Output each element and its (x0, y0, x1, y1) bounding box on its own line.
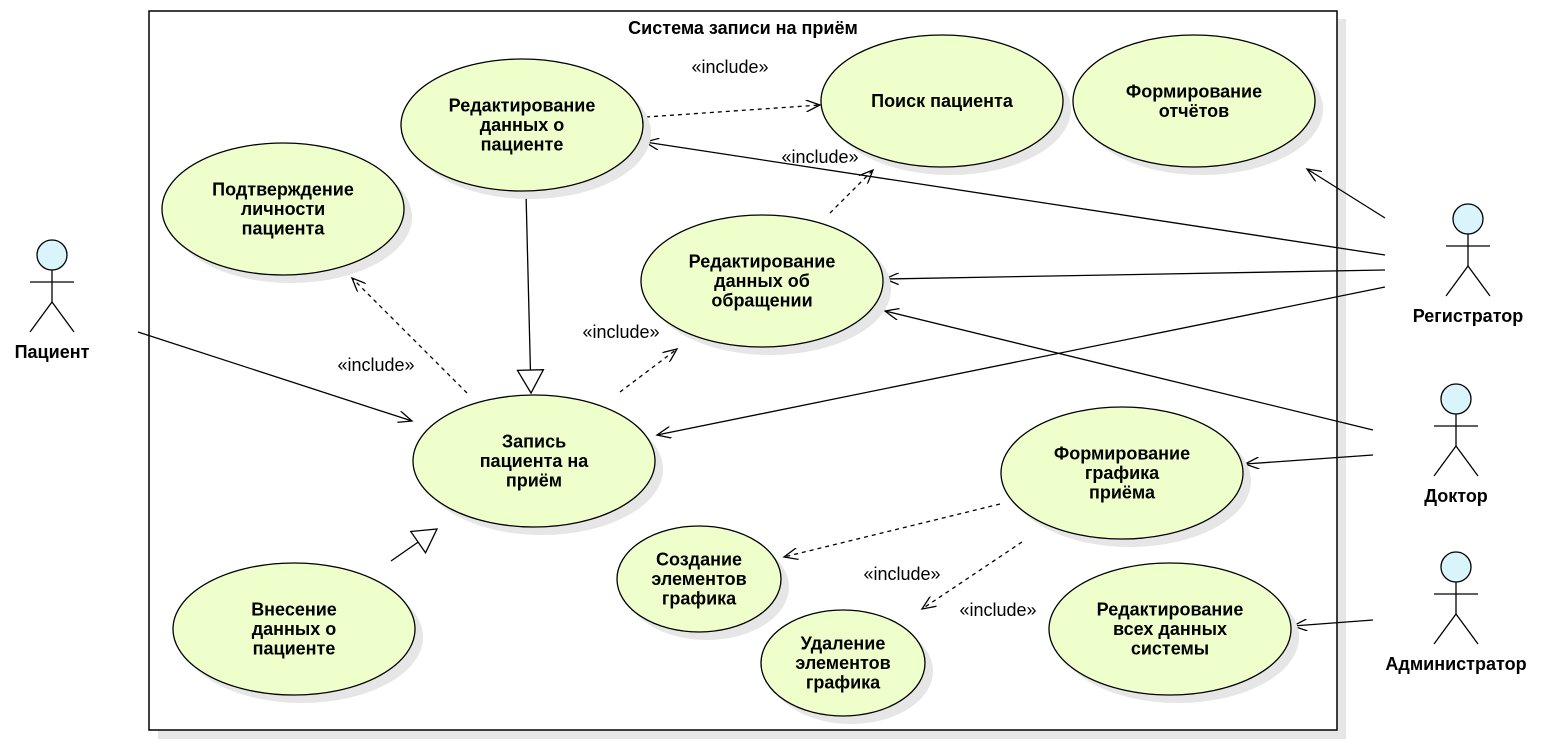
usecase-label: личности (241, 199, 325, 219)
actor-head (36, 239, 68, 271)
actor-head (1440, 383, 1472, 415)
actor-label: Пациент (15, 342, 90, 362)
include-labels: «include» «include» «include» «include» … (337, 57, 1036, 620)
usecase-ellipse (412, 394, 656, 528)
assoc-registrar-edit-visit (885, 269, 1386, 279)
usecase-label: пациенте (253, 639, 336, 659)
usecase-label: Редактирование (449, 96, 596, 116)
actor-head (1452, 203, 1484, 235)
usecase-label: приёма (1089, 483, 1156, 503)
usecase-label: пациента (242, 219, 326, 239)
usecase-label: элементов (651, 569, 746, 589)
assoc-doctor-edit-visit (885, 311, 1374, 431)
usecase-label: графика (806, 673, 881, 693)
usecase-label: графика (662, 589, 737, 609)
generalization-enter-patient-appointment (390, 529, 437, 562)
usecase-label: системы (1131, 639, 1209, 659)
usecase-search-patient: Поиск пациента (820, 34, 1071, 175)
usecase-ellipse (172, 562, 416, 696)
actor-doctor: Доктор (1424, 383, 1488, 506)
include-edit-visit-search (829, 170, 873, 214)
generalization-edit-patient-appointment (526, 192, 531, 393)
usecase-label: элементов (795, 653, 890, 673)
usecase-label: пациента на (480, 451, 590, 471)
actor-leg-right (1455, 445, 1479, 477)
relationships (137, 105, 1386, 626)
usecase-label: приём (506, 471, 562, 491)
usecase-ellipse (161, 142, 405, 276)
usecase-label: отчётов (1159, 101, 1229, 121)
actor-leg-right (51, 301, 75, 333)
assoc-admin-edit-all (1293, 620, 1374, 626)
actor-label: Доктор (1424, 486, 1488, 506)
usecase-label: Подтверждение (212, 180, 354, 200)
assoc-doctor-schedule (1245, 454, 1374, 464)
usecase-label: Внесение (251, 600, 337, 620)
actor-label: Администратор (1385, 654, 1526, 674)
usecase-label: всех данных (1113, 619, 1227, 639)
usecase-label: графика (1085, 463, 1160, 483)
usecase-label: данных о (252, 619, 337, 639)
include-edit-patient-search (645, 105, 820, 118)
usecase-ellipse (1072, 34, 1316, 168)
usecase-ellipse (760, 609, 926, 717)
usecase-label: Формирование (1126, 81, 1262, 101)
usecase-label: обращении (711, 291, 812, 311)
usecase-ellipse (1048, 562, 1292, 696)
include-schedule-create (784, 503, 1001, 557)
include-label: «include» (691, 57, 768, 77)
actor-head (1440, 551, 1472, 583)
usecase-label: Поиск пациента (871, 91, 1014, 111)
usecase-label: данных об (714, 271, 810, 291)
usecase-ellipse (400, 58, 644, 192)
include-appointment-confirm (352, 278, 468, 394)
include-label: «include» (863, 564, 940, 584)
system-title: Система записи на приём (628, 18, 858, 38)
include-label: «include» (337, 355, 414, 375)
include-label: «include» (582, 322, 659, 342)
assoc-registrar-edit-patient (645, 142, 1386, 256)
usecase-label: Формирование (1054, 444, 1190, 464)
usecase-label: Редактирование (1097, 600, 1244, 620)
actor-leg-left (1433, 445, 1457, 477)
usecase-label: данных о (480, 115, 565, 135)
assoc-patient-appointment (137, 331, 412, 421)
usecase-label: Создание (656, 550, 742, 570)
assoc-registrar-reports (1307, 169, 1386, 219)
actor-leg-right (1467, 265, 1491, 297)
usecase-ellipse (820, 34, 1064, 168)
usecase-ellipse (640, 214, 884, 348)
actor-leg-left (1445, 265, 1469, 297)
actor-leg-left (1433, 613, 1457, 645)
usecase-label: Редактирование (689, 252, 836, 272)
actor-registrar: Регистратор (1413, 203, 1524, 326)
actor-label: Регистратор (1413, 306, 1524, 326)
usecase-ellipse (1000, 406, 1244, 540)
usecase-label: пациенте (481, 135, 564, 155)
usecase-ellipse (616, 525, 782, 633)
usecase-label: Удаление (801, 634, 886, 654)
actor-admin: Администратор (1385, 551, 1527, 674)
assoc-registrar-appointment (657, 286, 1386, 435)
actor-leg-left (29, 301, 53, 333)
include-appointment-edit-visit (619, 349, 677, 393)
usecase-label: Запись (502, 432, 566, 452)
actor-leg-right (1455, 613, 1479, 645)
include-label: «include» (959, 600, 1036, 620)
include-label: «include» (781, 147, 858, 167)
actor-patient: Пациент (15, 239, 90, 362)
